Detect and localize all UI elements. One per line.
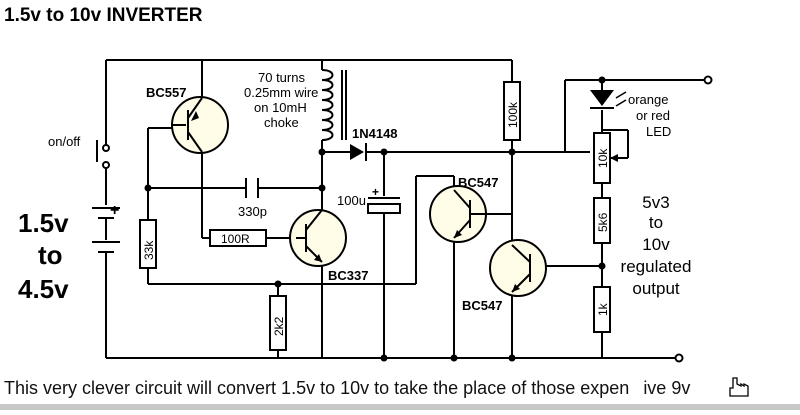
cap100u-label: 100u: [337, 193, 366, 208]
on-off-switch: [96, 140, 110, 169]
resistor-33k: [139, 219, 157, 269]
cap100u-plus-sign: +: [372, 185, 379, 199]
battery-symbol: [92, 207, 120, 265]
coil-label-line1: 70 turns: [258, 70, 305, 85]
caption-main: This very clever circuit will convert 1.…: [4, 378, 630, 398]
inductor-coil: [321, 69, 347, 141]
resistor-100k: [503, 81, 521, 141]
r33k-label: 33k: [142, 240, 156, 260]
diode-label: 1N4148: [352, 126, 398, 141]
coil-label-line3: on 10mH: [254, 100, 307, 115]
cap330-label: 330p: [238, 204, 267, 219]
battery-plus-sign: +: [110, 202, 119, 219]
bc557-label: BC557: [146, 85, 186, 100]
r100r-label: 100R: [221, 232, 250, 246]
transistor-bc337: [289, 209, 347, 267]
led-label-line1: orange: [628, 92, 668, 107]
r5k6-label: 5k6: [596, 212, 610, 232]
battery-voltage-max: 4.5v: [18, 274, 69, 304]
bc547-second-label: BC547: [462, 298, 502, 313]
output-label-line3: 10v: [642, 235, 670, 254]
output-label-line2: to: [649, 213, 663, 232]
transistor-bc547-second: [489, 239, 547, 297]
output-label-line1: 5v3: [642, 193, 669, 212]
coil-label-line2: 0.25mm wire: [244, 85, 318, 100]
resistor-100r: [209, 229, 267, 247]
resistor-1k: [593, 286, 611, 333]
caption-text: This very clever circuit will convert 1.…: [4, 378, 690, 399]
r2k2-label: 2k2: [272, 316, 286, 336]
bc337-label: BC337: [328, 268, 368, 283]
led-label-line2: or red: [636, 108, 670, 123]
output-label-line5: output: [632, 279, 680, 298]
bottom-strip: [0, 404, 800, 410]
hand-cursor-icon: [729, 377, 749, 397]
output-terminal-negative: [674, 353, 684, 363]
switch-label: on/off: [48, 134, 81, 149]
transistor-bc547-first: [429, 185, 512, 243]
capacitor-330p: [245, 178, 259, 198]
resistor-2k2: [269, 295, 287, 351]
coil-label-line4: choke: [264, 115, 299, 130]
caption-tail: ive 9v: [643, 378, 691, 398]
transistor-bc557: [171, 96, 229, 154]
page-title: 1.5v to 10v INVERTER: [4, 5, 203, 26]
bc547-first-label: BC547: [458, 175, 498, 190]
led-label-line3: LED: [646, 124, 671, 139]
output-label-line4: regulated: [621, 257, 692, 276]
r1k-label: 1k: [596, 302, 610, 316]
wiring: [105, 59, 706, 362]
led-symbol: [590, 90, 627, 109]
r100k-label: 100k: [506, 101, 520, 128]
r10k-label: 10k: [596, 148, 610, 168]
battery-voltage-to: to: [38, 240, 63, 270]
output-terminal-positive: [703, 75, 713, 85]
diode-1n4148: [350, 143, 367, 161]
resistor-5k6: [593, 197, 611, 244]
trim-arrow-icon: [610, 154, 618, 162]
battery-voltage-min: 1.5v: [18, 208, 69, 238]
capacitor-100u: [367, 197, 401, 214]
